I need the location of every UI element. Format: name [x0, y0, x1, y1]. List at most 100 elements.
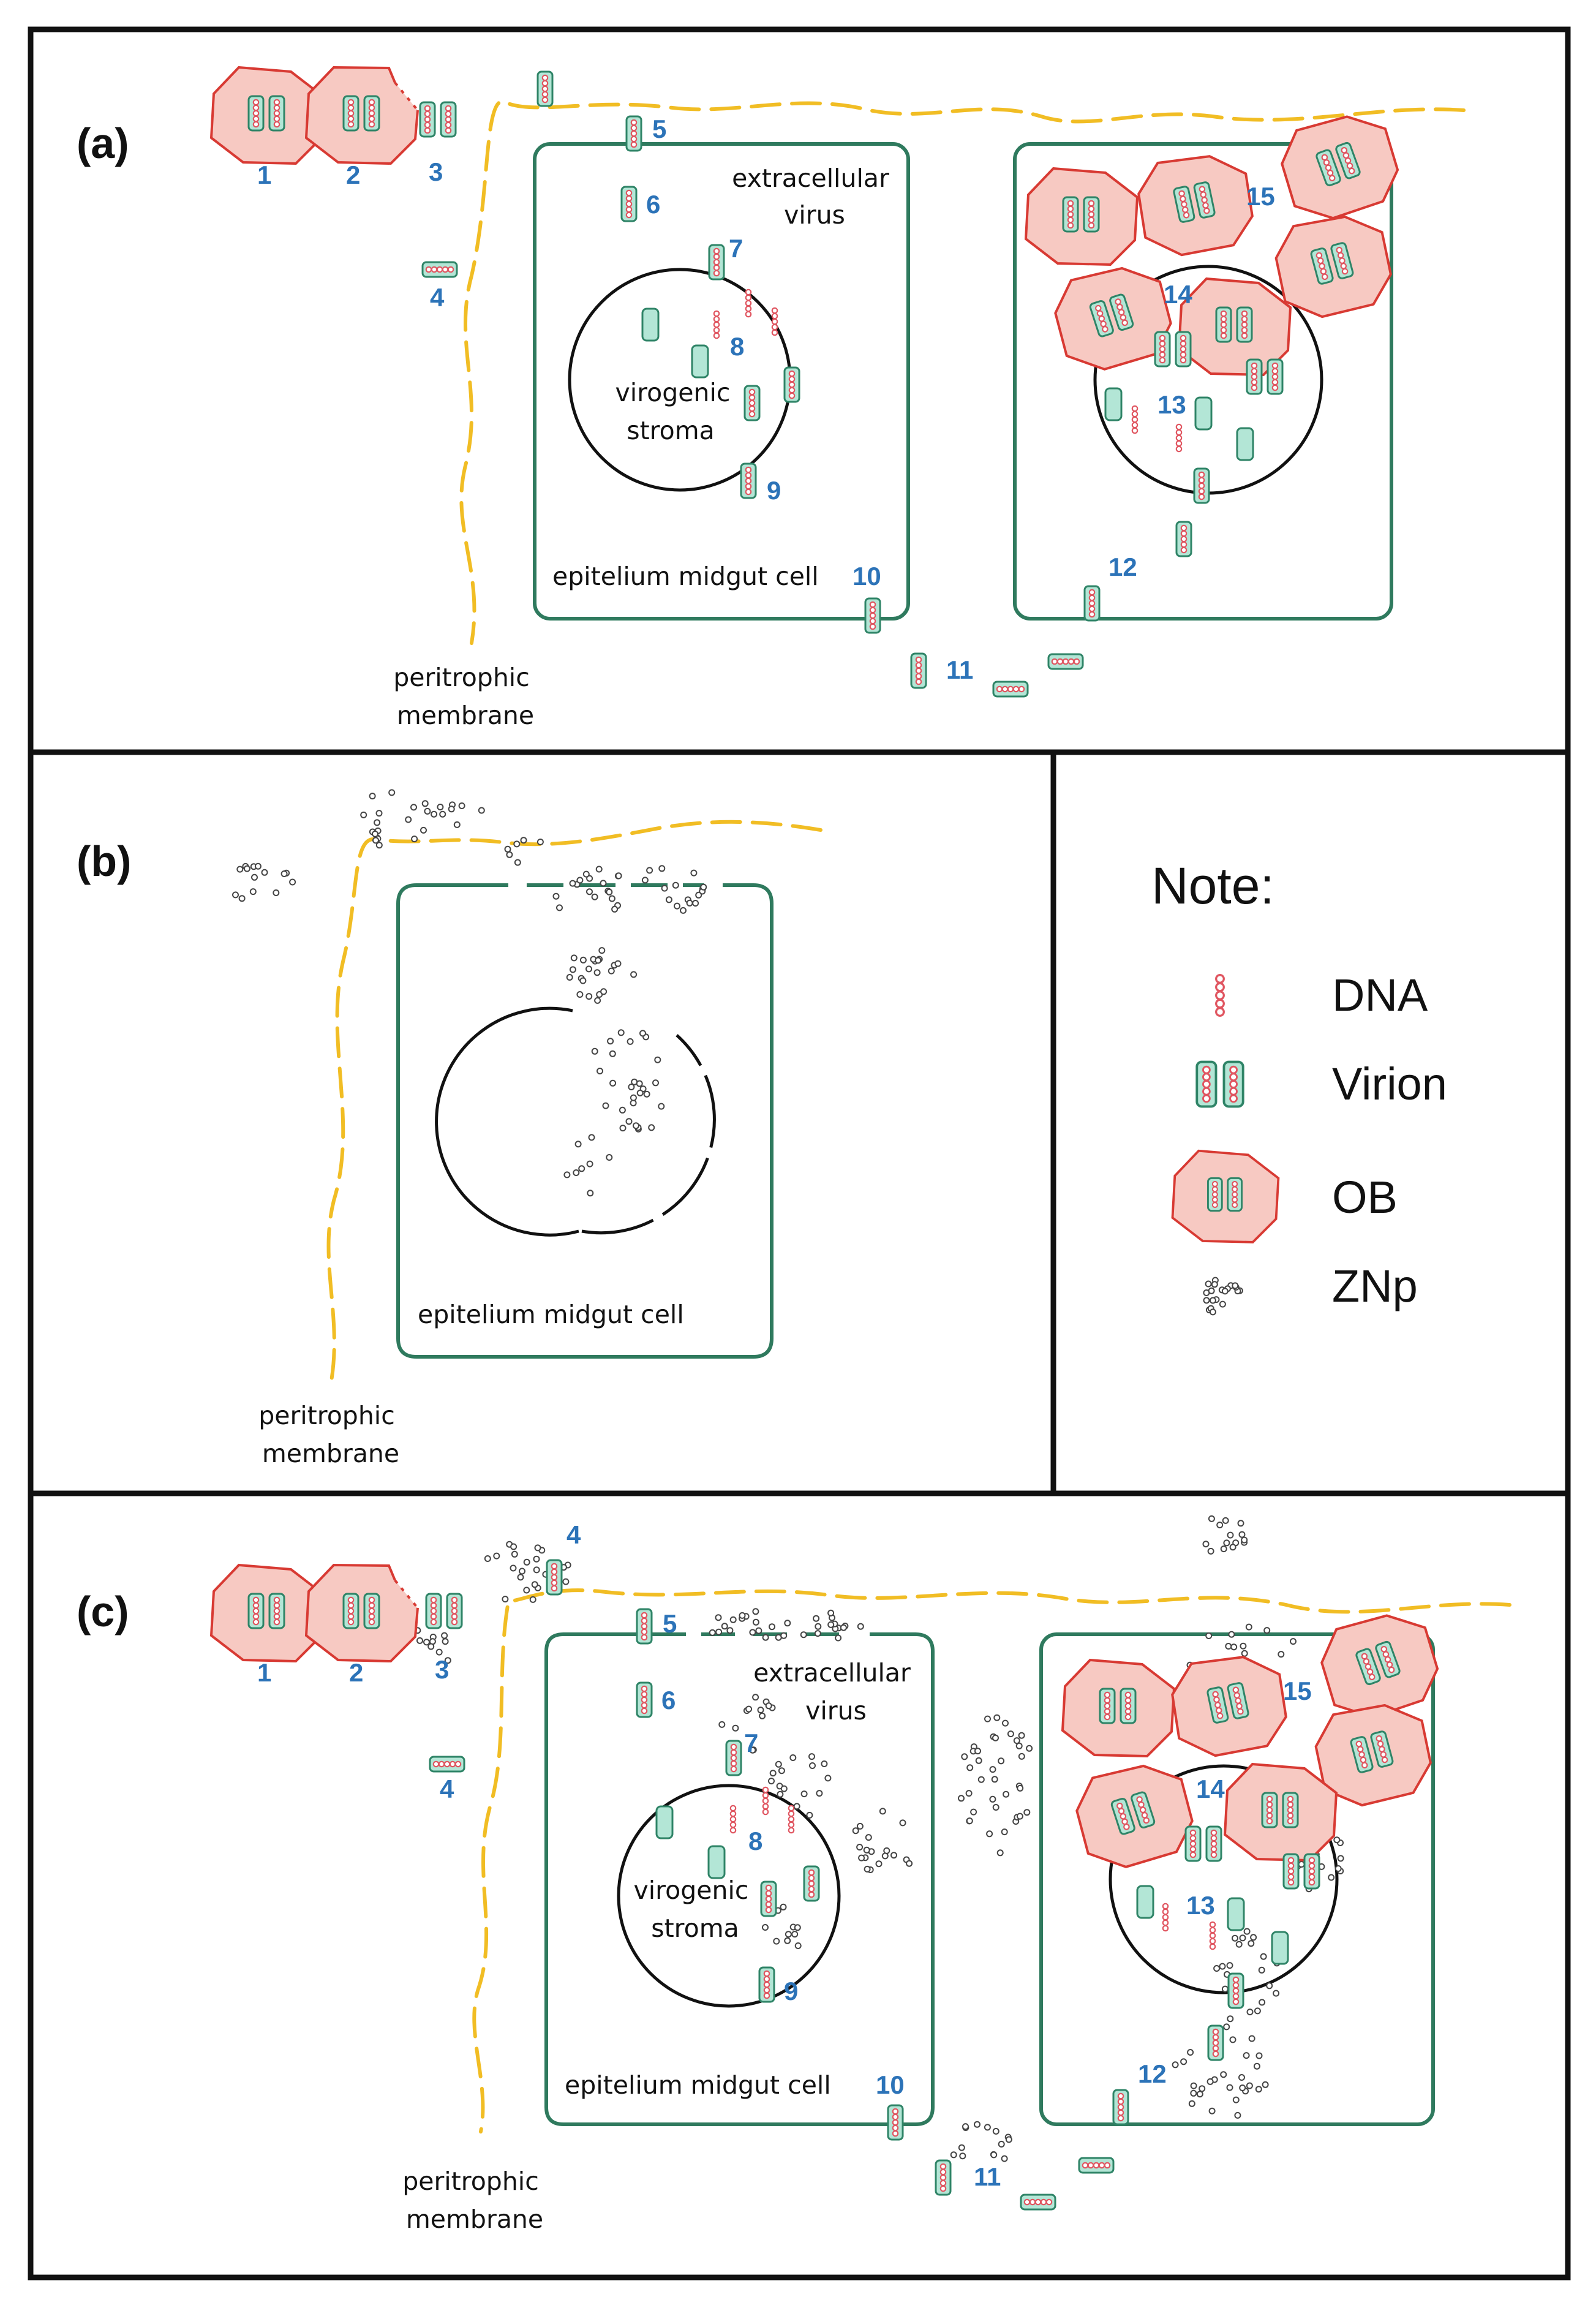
legend-label-znp: ZNp: [1332, 1261, 1418, 1311]
znp-particle: [1255, 2086, 1262, 2093]
znp-particle: [254, 862, 262, 870]
dna-icon: [713, 310, 720, 339]
znp-particle: [1229, 1544, 1237, 1551]
znp-particle: [864, 1865, 871, 1873]
znp-particle: [579, 956, 587, 964]
znp-particle: [416, 1637, 423, 1644]
znp-particle: [636, 1089, 644, 1096]
znp-particle: [628, 1084, 635, 1090]
znp-particle: [986, 1830, 993, 1838]
capsid-icon: [1227, 1897, 1245, 1931]
znp-particle: [442, 1638, 449, 1645]
midgut-cell-label: epitelium midgut cell: [565, 2070, 831, 2100]
znp-cluster-b: [232, 789, 707, 1197]
znp-particle: [824, 1775, 832, 1782]
virion-icon: [709, 245, 724, 279]
znp-particle: [1260, 1953, 1267, 1960]
znp-particle: [586, 1160, 593, 1168]
virion-icon: [865, 598, 880, 633]
znp-particle: [591, 893, 598, 900]
znp-particle: [611, 905, 619, 913]
dna-icon: [745, 289, 752, 318]
znp-particle: [619, 1125, 627, 1132]
panel-a-label: (a): [77, 119, 129, 167]
znp-particle: [1237, 1520, 1244, 1527]
znp-particle: [686, 899, 693, 907]
step-number: 5: [652, 115, 666, 143]
znp-particle: [865, 1834, 872, 1841]
znp-particle: [273, 889, 280, 896]
znp-particle: [1225, 1643, 1232, 1650]
znp-particle: [800, 1790, 808, 1798]
znp-particle: [614, 960, 622, 967]
znp-particle: [715, 1614, 722, 1621]
dna-icon: [1175, 423, 1183, 453]
znp-particle: [536, 839, 544, 845]
ob-icon: [211, 67, 323, 164]
dna-icon: [771, 307, 778, 336]
capsid-icon: [1136, 1885, 1154, 1919]
znp-particle: [615, 872, 622, 880]
znp-particle: [875, 1860, 883, 1868]
virion-icon: [1229, 1974, 1243, 2008]
znp-particle: [1023, 1809, 1031, 1816]
znp-particle: [372, 837, 379, 844]
znp-particle: [513, 840, 521, 848]
znp-particle: [814, 1630, 821, 1637]
znp-particle: [576, 991, 584, 998]
znp-particle: [576, 877, 584, 884]
znp-particle: [1226, 1962, 1233, 1969]
znp-particle: [749, 1629, 756, 1636]
znp-particle: [369, 793, 376, 800]
znp-particle: [1208, 2107, 1216, 2114]
znp-particle: [827, 1621, 835, 1628]
step-number: 4: [567, 1520, 581, 1549]
znp-particle: [791, 1931, 799, 1938]
znp-particle: [585, 965, 592, 973]
ob-broken-icon: [306, 67, 418, 164]
midgut-cell-b: [396, 883, 774, 1359]
znp-particle: [1227, 2015, 1234, 2023]
midgut-cell-right-a: [1013, 142, 1393, 621]
znp-particle: [533, 1566, 540, 1574]
znp-particle: [1250, 1934, 1257, 1941]
znp-particle: [1253, 2062, 1260, 2070]
znp-particle: [1232, 1934, 1238, 1942]
znp-particle: [1227, 1531, 1234, 1539]
znp-particle: [641, 877, 649, 884]
znp-particle: [437, 804, 444, 810]
extracellular-virus-label: extracellular virus: [753, 1658, 919, 1726]
znp-particle: [1228, 1631, 1235, 1638]
znp-particle: [718, 1721, 726, 1728]
capsid-icon: [1271, 1931, 1289, 1965]
znp-particle: [835, 1634, 842, 1642]
panel-c-frame: [28, 1490, 1571, 2280]
midgut-cell-label: epitelium midgut cell: [552, 562, 819, 591]
znp-particle: [658, 865, 666, 872]
znp-particle: [1232, 2096, 1240, 2103]
znp-particle: [809, 1762, 816, 1769]
znp-particle: [360, 811, 367, 818]
znp-particle: [749, 1746, 756, 1754]
step-number: 4: [440, 1775, 454, 1803]
znp-particle: [1205, 1632, 1213, 1639]
znp-particle: [959, 2152, 966, 2160]
virion-icon: [993, 682, 1028, 696]
znp-particle: [1246, 2009, 1254, 2016]
znp-particle: [1238, 2074, 1245, 2081]
znp-particle: [958, 2144, 965, 2151]
znp-particle: [636, 1080, 643, 1087]
znp-particle: [784, 1620, 791, 1627]
virion-icon: [726, 1741, 741, 1775]
znp-particle: [800, 1631, 807, 1639]
znp-particle: [1005, 2136, 1012, 2143]
znp-particle: [1205, 1280, 1212, 1288]
znp-particle: [700, 883, 707, 891]
znp-particle: [478, 807, 485, 814]
znp-particle: [570, 954, 578, 962]
znp-particle: [374, 819, 381, 826]
step-number: 9: [767, 476, 781, 505]
znp-particle: [251, 873, 258, 881]
znp-particle: [1290, 1638, 1297, 1645]
peritrophic-membrane-b: [326, 820, 822, 1386]
